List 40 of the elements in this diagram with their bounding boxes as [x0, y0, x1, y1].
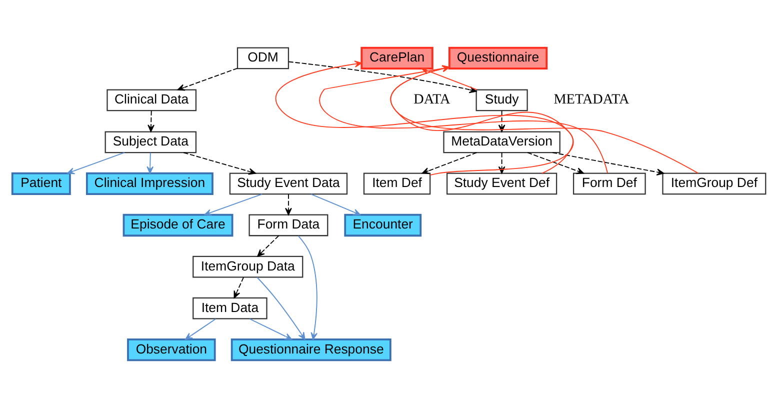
arrow — [183, 152, 256, 175]
node-box: Clinical Impression — [86, 172, 214, 196]
node-box: ItemGroup Def — [662, 172, 766, 195]
arrow — [148, 110, 154, 132]
arrow — [310, 194, 361, 216]
arrow — [527, 152, 584, 174]
node-box: ItemGroup Data — [192, 256, 304, 278]
node-box: Questionnaire — [448, 46, 548, 70]
node-box: Clinical Data — [106, 89, 197, 112]
node-box: ODM — [236, 47, 290, 70]
node-box: CarePlan — [360, 46, 434, 70]
arrow — [177, 68, 238, 91]
arrow — [234, 276, 244, 298]
node-box: Study Event Data — [229, 172, 348, 195]
arrow — [285, 194, 292, 216]
node-box: Questionnaire Response — [230, 338, 392, 362]
node-box: Form Def — [572, 172, 646, 195]
arrow — [146, 152, 154, 174]
arrow — [249, 318, 292, 340]
label: DATA — [414, 91, 450, 108]
node-box: Episode of Care — [122, 214, 234, 237]
arrow — [256, 276, 306, 340]
node-box: MetaDataVersion — [443, 131, 560, 154]
node-box: Item Data — [192, 297, 268, 320]
node-box: Item Def — [363, 172, 431, 195]
arrow — [298, 235, 318, 340]
arrow — [422, 152, 478, 174]
arrow — [257, 235, 280, 257]
node-box: Form Data — [248, 214, 328, 236]
label: METADATA — [554, 91, 630, 108]
node-box: Patient — [11, 172, 71, 196]
node-box: Subject Data — [104, 131, 197, 154]
arrow — [184, 318, 216, 340]
node-box: Encounter — [344, 214, 422, 237]
arrow — [552, 152, 664, 176]
arrow — [67, 152, 125, 174]
node-box: Observation — [127, 338, 216, 362]
node-box: Study Event Def — [446, 172, 558, 195]
node-box: Study — [476, 89, 528, 112]
arrow — [204, 194, 262, 216]
